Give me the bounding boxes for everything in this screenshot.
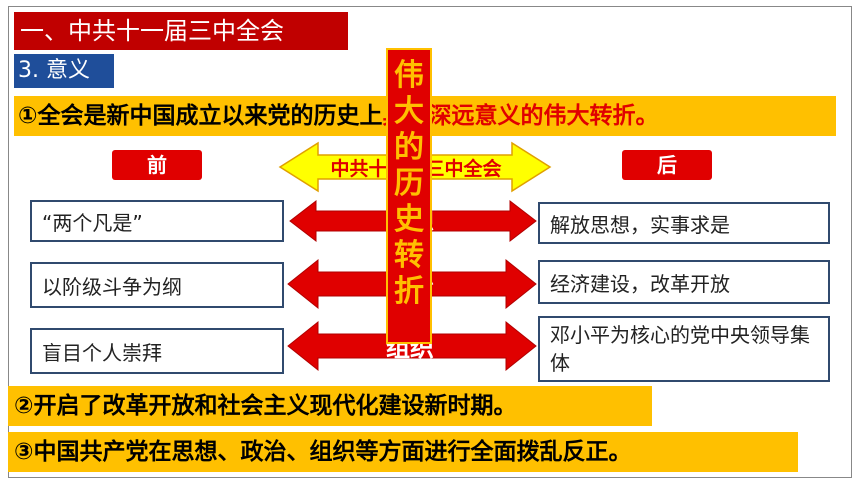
before-item-3: 盲目个人崇拜 — [30, 328, 284, 374]
point-3: ③中国共产党在思想、政治、组织等方面进行全面拨乱反正。 — [8, 432, 798, 472]
after-item-2: 经济建设，改革开放 — [538, 260, 830, 304]
before-item-2: 以阶级斗争为纲 — [30, 262, 284, 308]
slide-frame — [8, 6, 852, 478]
before-item-1: “两个凡是” — [30, 200, 284, 242]
banner-char: 折 — [394, 274, 424, 309]
banner-char: 史 — [394, 202, 424, 237]
after-item-1: 解放思想，实事求是 — [538, 202, 830, 244]
great-turning-point-banner: 伟 大 的 历 史 转 折 — [386, 48, 432, 344]
banner-char: 的 — [394, 130, 424, 165]
point-2: ②开启了改革开放和社会主义现代化建设新时期。 — [8, 386, 652, 426]
before-label: 前 — [112, 150, 202, 180]
banner-char: 大 — [394, 94, 424, 129]
after-label: 后 — [622, 150, 712, 180]
subsection-title: 3. 意义 — [14, 54, 114, 88]
banner-char: 历 — [394, 166, 424, 201]
point-1-prefix: ①全会是新中国成立以来党的历史上 — [18, 103, 383, 129]
section-title: 一、中共十一届三中全会 — [14, 12, 348, 50]
after-item-3: 邓小平为核心的党中央领导集体 — [538, 316, 830, 382]
banner-char: 伟 — [394, 58, 424, 93]
banner-char: 转 — [394, 238, 424, 273]
red-arrow-row-3 — [287, 320, 537, 372]
